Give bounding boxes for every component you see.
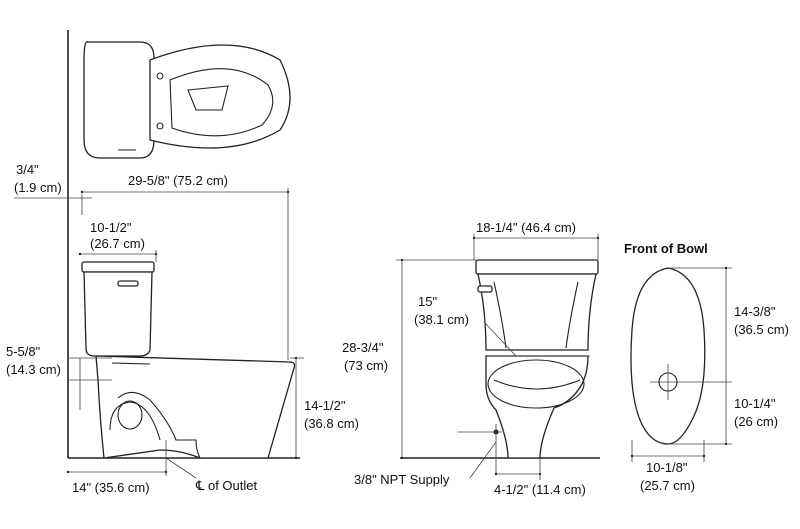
dim-rim-height-cm: (36.8 cm): [304, 416, 359, 431]
dim-supply-height-cm: (14.3 cm): [6, 362, 61, 377]
side-view-labels: 3/4" (1.9 cm) 29-5/8" (75.2 cm) 10-1/2" …: [6, 162, 359, 495]
dim-supply-height-in: 5-5/8": [6, 344, 41, 359]
front-view-toilet: [475, 259, 599, 459]
dim-top-offset-cm: (1.9 cm): [14, 180, 62, 195]
bowl-front-view: [630, 266, 732, 462]
supply-label: 3/8" NPT Supply: [354, 472, 450, 487]
dim-tank-width: 18-1/4" (46.4 cm): [476, 220, 576, 235]
dim-tank-depth-in: 10-1/2": [90, 220, 132, 235]
dim-tank-height-cm: (38.1 cm): [414, 312, 469, 327]
dim-rough-in: 14" (35.6 cm): [72, 480, 150, 495]
front-view-labels: 18-1/4" (46.4 cm) 15" (38.1 cm) 28-3/4" …: [342, 220, 586, 497]
dim-overall-height-in: 28-3/4": [342, 340, 384, 355]
dim-bowl-width-cm: (25.7 cm): [640, 478, 695, 493]
bowl-view-title: Front of Bowl: [624, 241, 708, 256]
dim-bowl-width-in: 10-1/8": [646, 460, 688, 475]
side-view-dimensions: [14, 188, 304, 479]
bowl-view-labels: Front of Bowl 14-3/8" (36.5 cm) 10-1/4" …: [624, 241, 789, 493]
outlet-centerline-label: ℄ of Outlet: [195, 478, 257, 493]
dim-supply-offset: 4-1/2" (11.4 cm): [494, 482, 586, 497]
dim-bowl-length-in: 14-3/8": [734, 304, 776, 319]
dim-outlet-to-front-in: 10-1/4": [734, 396, 776, 411]
dim-overall-height-cm: (73 cm): [344, 358, 388, 373]
dim-bowl-length-cm: (36.5 cm): [734, 322, 789, 337]
top-view-toilet: [83, 41, 291, 159]
dim-tank-depth-cm: (26.7 cm): [90, 236, 145, 251]
dim-top-offset-in: 3/4": [16, 162, 39, 177]
front-view-dimensions: [396, 234, 600, 480]
dim-tank-height-in: 15": [418, 294, 437, 309]
dim-outlet-to-front-cm: (26 cm): [734, 414, 778, 429]
dim-overall-depth: 29-5/8" (75.2 cm): [128, 173, 228, 188]
dim-rim-height-in: 14-1/2": [304, 398, 346, 413]
side-view-toilet: [81, 261, 296, 459]
